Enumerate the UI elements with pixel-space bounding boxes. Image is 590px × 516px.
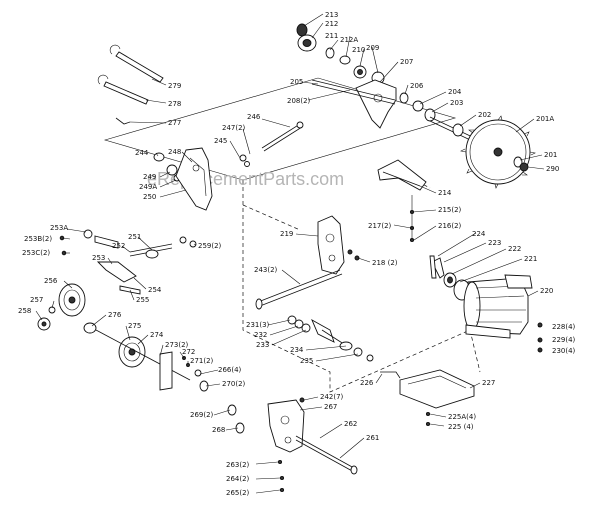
label-208: 208(2): [287, 97, 311, 105]
label-272: 272: [182, 348, 195, 356]
label-274: 274: [150, 331, 164, 339]
label-264: 264(2): [226, 475, 250, 483]
label-248: 248: [168, 148, 181, 156]
label-253: 253: [92, 254, 105, 262]
label-202: 202: [478, 111, 491, 119]
label-268: 268: [212, 426, 225, 434]
label-212A: 212A: [340, 36, 358, 44]
label-211: 211: [325, 32, 338, 40]
label-225A: 225A(4): [448, 413, 476, 421]
label-277: 277: [168, 119, 181, 127]
label-223: 223: [488, 239, 501, 247]
label-266: 266(4): [218, 366, 242, 374]
label-290: 290: [546, 165, 559, 173]
label-247: 247(2): [222, 124, 246, 132]
motor-assembly: [429, 255, 543, 353]
label-226: 226: [360, 379, 374, 387]
label-231: 231(3): [246, 321, 270, 329]
label-275: 275: [128, 322, 141, 330]
label-201: 201: [544, 151, 557, 159]
label-230: 230(4): [552, 347, 576, 355]
label-216: 216(2): [438, 222, 462, 230]
label-270: 270(2): [222, 380, 246, 388]
label-265: 265(2): [226, 489, 250, 497]
label-219: 219: [280, 230, 293, 238]
label-253A: 253A: [50, 224, 68, 232]
lower-bracket-assembly: [267, 397, 358, 493]
label-273: 273(2): [165, 341, 189, 349]
label-232: 232: [254, 331, 267, 339]
label-259: 259(2): [198, 242, 222, 250]
motor-plate: [380, 369, 475, 427]
label-244: 244: [135, 149, 149, 157]
label-203: 203: [450, 99, 463, 107]
label-261: 261: [366, 434, 379, 442]
label-263: 263(2): [226, 461, 250, 469]
label-243: 243(2): [254, 266, 278, 274]
label-201A: 201A: [536, 115, 554, 123]
wrench-set: [97, 44, 164, 125]
label-246: 246: [247, 113, 261, 121]
label-207: 207: [400, 58, 413, 66]
label-225: 225 (4): [448, 423, 474, 431]
label-218: 218 (2): [372, 259, 398, 267]
label-228: 228(4): [552, 323, 576, 331]
label-267: 267: [324, 403, 337, 411]
label-258: 258: [18, 307, 31, 315]
label-221: 221: [524, 255, 537, 263]
raise-bracket-assembly: [255, 215, 374, 362]
label-249A: 249A: [139, 183, 157, 191]
label-222: 222: [508, 245, 521, 253]
label-215: 215(2): [438, 206, 462, 214]
label-254: 254: [148, 286, 162, 294]
arbor-assembly: [296, 23, 536, 189]
label-262: 262: [344, 420, 357, 428]
tilt-handwheel-assembly: [37, 229, 245, 434]
label-271: 271(2): [190, 357, 214, 365]
label-249: 249: [143, 173, 156, 181]
label-250: 250: [143, 193, 156, 201]
label-233: 233: [256, 341, 269, 349]
label-251: 251: [128, 233, 141, 241]
label-279: 279: [168, 82, 181, 90]
label-227: 227: [482, 379, 495, 387]
label-245: 245: [214, 137, 227, 145]
label-253B: 253B(2): [24, 235, 52, 243]
label-206: 206: [410, 82, 424, 90]
label-205: 205: [290, 78, 303, 86]
label-212: 212: [325, 20, 338, 28]
label-269: 269(2): [190, 411, 214, 419]
label-209: 209: [366, 44, 379, 52]
label-276: 276: [108, 311, 122, 319]
label-229: 229(4): [552, 336, 576, 344]
label-204: 204: [448, 88, 462, 96]
label-235: 235: [300, 357, 313, 365]
part-labels: 213 212 211 212A 209 210 207 205 206 204…: [18, 11, 576, 497]
label-214: 214: [438, 189, 452, 197]
label-255: 255: [136, 296, 149, 304]
label-217: 217(2): [368, 222, 392, 230]
label-253C: 253C(2): [22, 249, 50, 257]
label-234: 234: [290, 346, 304, 354]
label-242: 242(7): [320, 393, 344, 401]
label-278: 278: [168, 100, 181, 108]
label-252: 252: [112, 242, 125, 250]
label-220: 220: [540, 287, 553, 295]
leader-lines: [35, 13, 545, 494]
label-256: 256: [44, 277, 58, 285]
tilt-rod-assembly: [153, 121, 304, 211]
label-257: 257: [30, 296, 43, 304]
blade-guard: [377, 159, 427, 243]
label-210: 210: [352, 46, 365, 54]
label-213: 213: [325, 11, 338, 19]
label-224: 224: [472, 230, 486, 238]
